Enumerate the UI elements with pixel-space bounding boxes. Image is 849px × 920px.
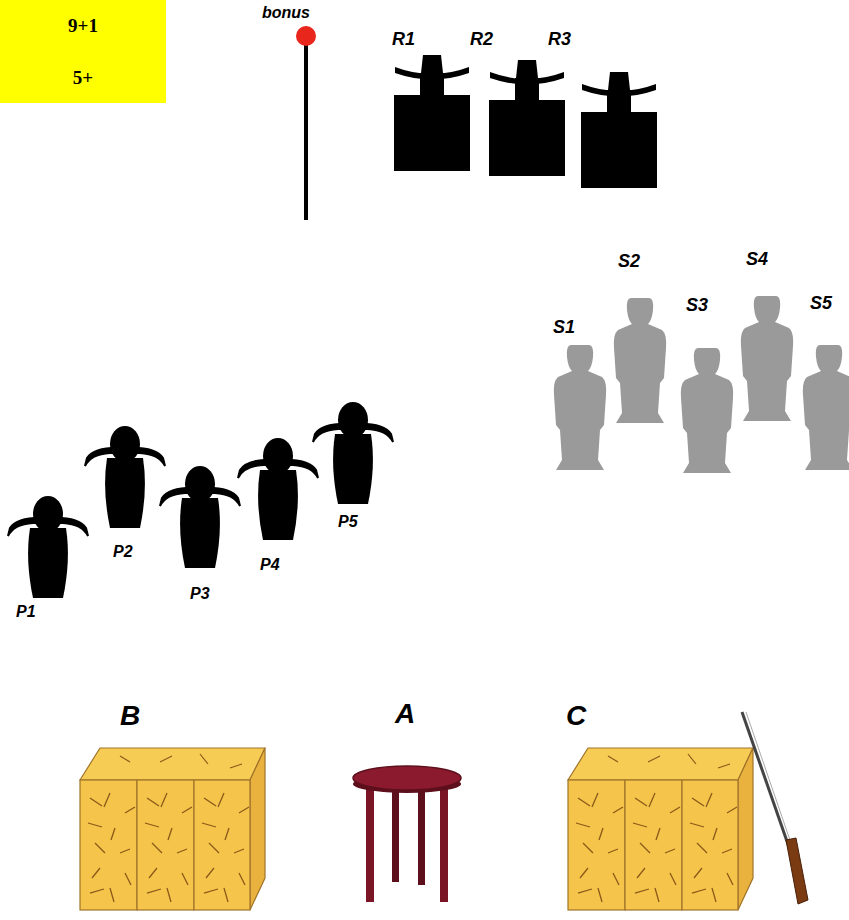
pistol-target xyxy=(8,496,88,598)
target-label: S1 xyxy=(553,318,575,336)
position-label: B xyxy=(120,702,140,730)
target-label: S2 xyxy=(618,252,640,270)
round-count: 5+ xyxy=(0,52,166,104)
table xyxy=(353,766,461,902)
target-label: P3 xyxy=(190,586,210,602)
target-label: R1 xyxy=(392,30,415,48)
pistol-target xyxy=(238,438,318,540)
target-label: P5 xyxy=(338,514,358,530)
target-label: R3 xyxy=(548,30,571,48)
bonus-target xyxy=(296,26,316,46)
hay-bale xyxy=(568,748,753,910)
target-label: P1 xyxy=(16,604,36,620)
position-label: C xyxy=(566,702,586,730)
pistol-target xyxy=(160,466,240,568)
target-label: bonus xyxy=(262,5,310,21)
shotgun-target xyxy=(554,345,606,470)
position-label: A xyxy=(395,700,415,728)
pistol-target xyxy=(313,402,393,504)
round-count: 9+1 xyxy=(0,0,166,52)
target-label: R2 xyxy=(470,30,493,48)
bonus-pole xyxy=(304,38,308,220)
shotgun-target xyxy=(741,296,793,421)
pistol-target xyxy=(85,426,165,528)
hay-bale xyxy=(80,748,265,910)
rifle-target xyxy=(394,55,470,171)
target-label: P2 xyxy=(113,544,133,560)
rifle xyxy=(742,712,808,904)
round-count-box: 9+15+ xyxy=(0,0,166,103)
target-label: P4 xyxy=(260,557,280,573)
rifle-target xyxy=(489,60,565,176)
target-label: S5 xyxy=(810,294,832,312)
shotgun-target xyxy=(681,348,733,473)
target-label: S3 xyxy=(686,296,708,314)
rifle-target xyxy=(581,72,657,188)
shotgun-target xyxy=(803,345,849,470)
target-label: S4 xyxy=(746,250,768,268)
shotgun-target xyxy=(614,298,666,423)
